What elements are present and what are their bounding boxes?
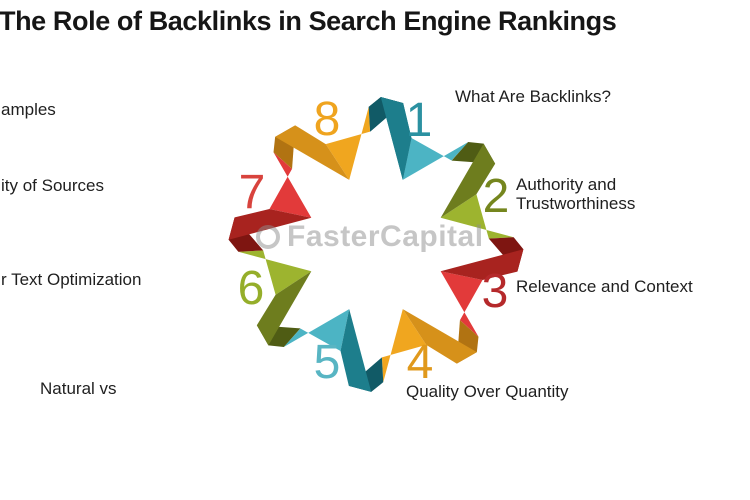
- chevron-5: [283, 309, 384, 392]
- item-4-label-line: Quality Over Quantity: [406, 382, 569, 401]
- item-4-label: Quality Over Quantity: [406, 382, 569, 401]
- item-5-number: 5: [313, 336, 341, 389]
- item-5-label: Natural vs: [40, 379, 117, 398]
- chevron-2-light-arm: [440, 194, 514, 239]
- chevron-6: [238, 250, 312, 347]
- chevron-1-overlay: [368, 97, 412, 180]
- item-5-label-line: Natural vs: [40, 379, 117, 398]
- item-2-label-line: Trustworthiness: [516, 194, 636, 213]
- chevron-8-light-arm: [325, 106, 371, 180]
- chevron-4: [381, 309, 479, 383]
- item-8-label: amples: [1, 100, 56, 119]
- chevron-3-dark-arm: [440, 249, 524, 280]
- chevron-1-dark-arm-overlay: [380, 97, 412, 180]
- item-7-label: ity of Sources: [1, 176, 104, 195]
- chevron-7: [228, 152, 312, 252]
- item-6-number: 6: [237, 262, 265, 315]
- chevron-5-dark-arm: [340, 309, 372, 392]
- chevron-8: [273, 106, 371, 180]
- item-3-label-line: Relevance and Context: [516, 277, 693, 296]
- item-1-label-line: What Are Backlinks?: [455, 87, 611, 106]
- item-1-label: What Are Backlinks?: [455, 87, 611, 106]
- chevron-6-light-arm: [238, 250, 312, 295]
- item-4-number: 4: [406, 336, 434, 389]
- chevron-4-dark-arm: [402, 309, 477, 364]
- chevron-2-dark-arm: [440, 143, 496, 218]
- chevron-1-light-arm: [402, 137, 469, 180]
- chevron-6-dark-arm: [256, 271, 312, 346]
- item-8-label-line: amples: [1, 100, 56, 119]
- item-7-label-line: ity of Sources: [1, 176, 104, 195]
- chevron-4-light-arm: [381, 309, 427, 383]
- item-1-number: 1: [405, 94, 433, 147]
- item-7-number: 7: [238, 166, 266, 219]
- chevron-8-dark-arm: [275, 125, 350, 180]
- item-8-number: 8: [313, 93, 341, 146]
- item-6-label-line: r Text Optimization: [1, 270, 142, 289]
- item-2-label-line: Authority and: [516, 175, 617, 194]
- chevron-5-light-arm: [283, 309, 350, 352]
- chevron-7-light-arm: [269, 152, 312, 218]
- item-3-label: Relevance and Context: [516, 277, 693, 296]
- page-title: The Role of Backlinks in Search Engine R…: [0, 6, 617, 36]
- chevron-7-dark-arm: [228, 209, 312, 240]
- chevron-3: [440, 237, 524, 337]
- item-6-label: r Text Optimization: [1, 270, 141, 289]
- chevron-3-light-arm: [440, 271, 483, 337]
- chevron-2: [440, 142, 514, 239]
- item-3-number: 3: [481, 265, 509, 318]
- item-2-label: Authority and Trustworthiness: [516, 175, 635, 213]
- item-2-number: 2: [482, 170, 510, 223]
